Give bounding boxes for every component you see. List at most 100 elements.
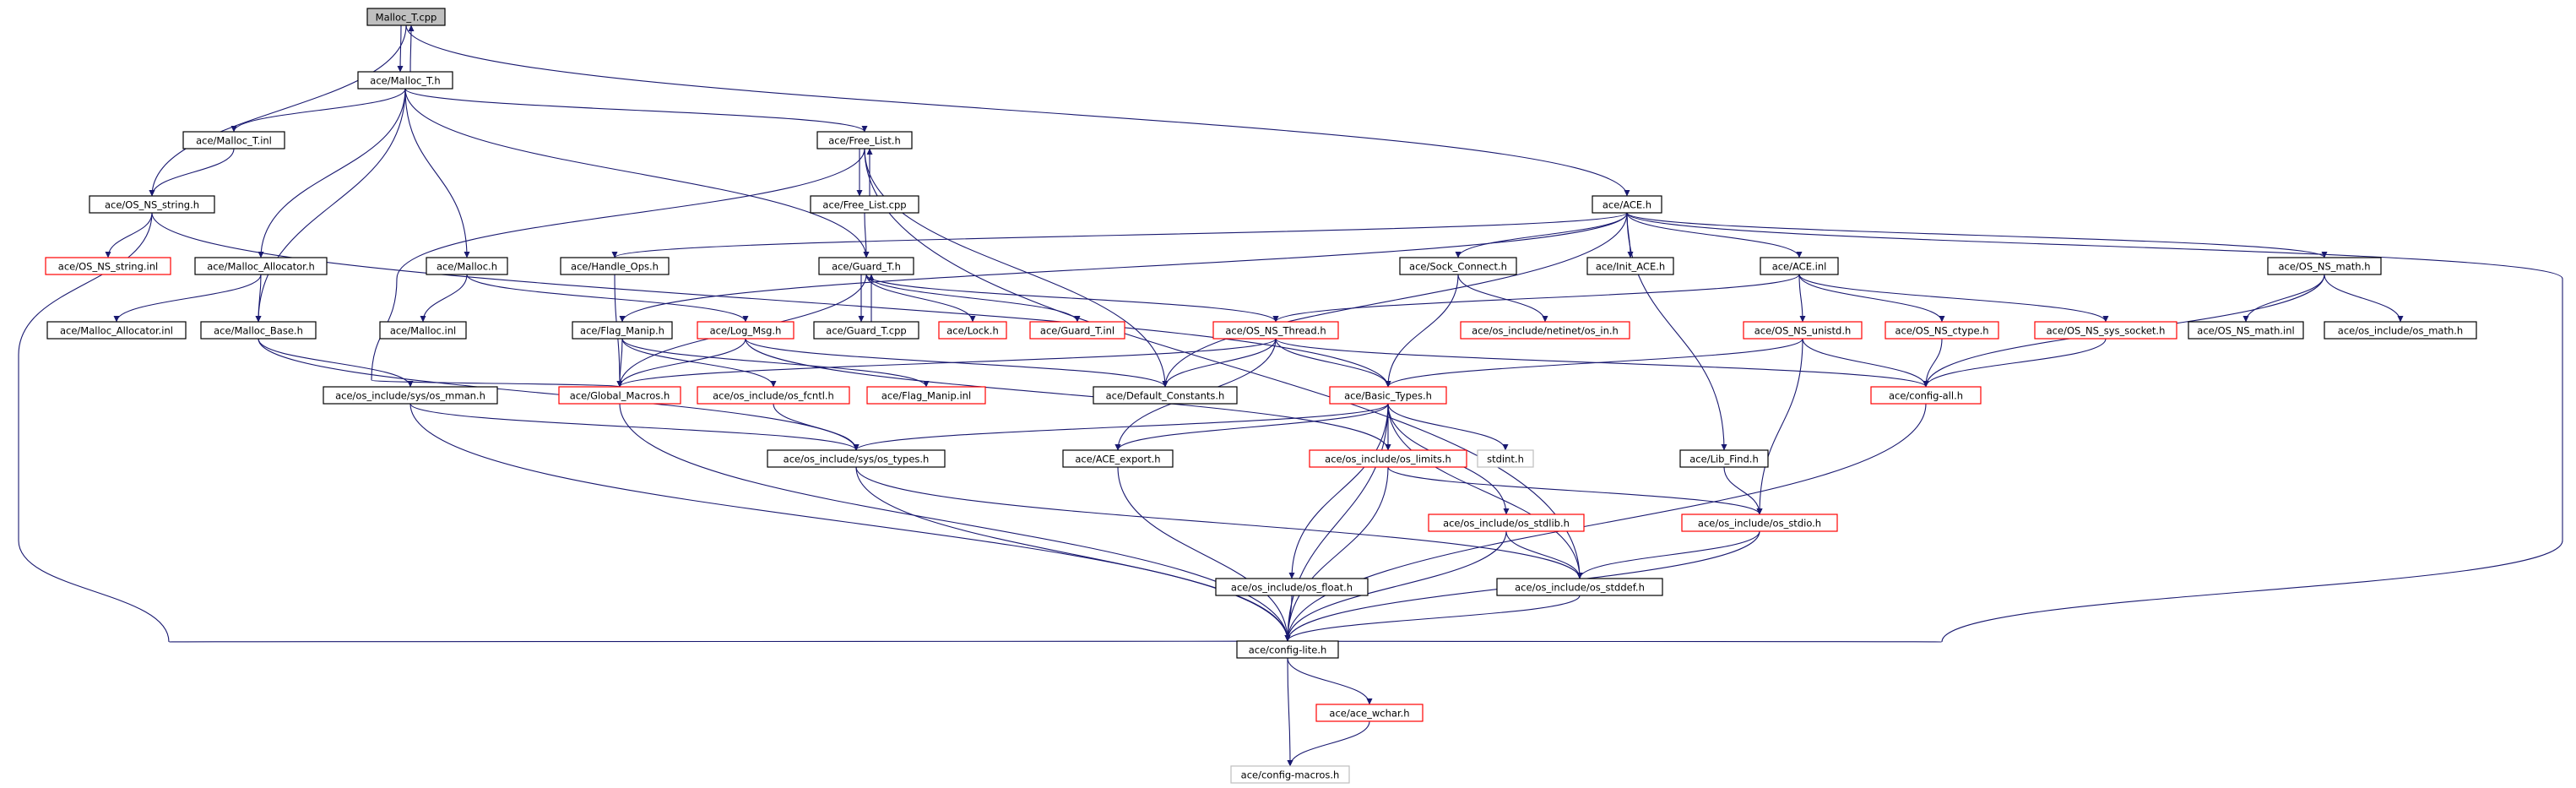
node-os-stdio-h[interactable]: ace/os_include/os_stdio.h bbox=[1681, 514, 1838, 532]
node-label: ace/config-lite.h bbox=[1249, 644, 1327, 656]
node-label: ace/OS_NS_sys_socket.h bbox=[2047, 325, 2166, 337]
node-label: ace/Default_Constants.h bbox=[1106, 390, 1225, 402]
node-guard-t-inl[interactable]: ace/Guard_T.inl bbox=[1029, 321, 1125, 340]
edge-os-ns-string-h-to-config-lite-h bbox=[18, 212, 1288, 646]
node-label: ace/Malloc.h bbox=[437, 261, 497, 273]
node-box bbox=[1215, 578, 1369, 596]
edge-log-msg-h-to-global-macros-h bbox=[616, 338, 746, 388]
node-stdint-h[interactable]: stdint.h bbox=[1477, 449, 1534, 468]
node-label: ace/OS_NS_math.inl bbox=[2197, 325, 2294, 337]
node-ace-inl[interactable]: ace/ACE.inl bbox=[1760, 257, 1839, 275]
node-os-float-h[interactable]: ace/os_include/os_float.h bbox=[1215, 578, 1369, 596]
edge-os-ns-string-h-to-basic-types-h bbox=[151, 212, 1391, 388]
node-label: ace/Basic_Types.h bbox=[1344, 390, 1432, 402]
edge-ace-inl-to-os-ns-ctype-h bbox=[1798, 274, 1945, 323]
node-free-list-cpp[interactable]: ace/Free_List.cpp bbox=[810, 195, 919, 214]
node-guard-t-cpp[interactable]: ace/Guard_T.cpp bbox=[813, 321, 919, 340]
edge-malloc-t-inl-to-os-ns-string-h bbox=[149, 148, 235, 197]
node-box bbox=[200, 321, 317, 340]
node-malloc-allocator-inl[interactable]: ace/Malloc_Allocator.inl bbox=[46, 321, 187, 340]
edge-os-limits-h-to-config-lite-h bbox=[1284, 466, 1389, 642]
node-malloc-t-inl[interactable]: ace/Malloc_T.inl bbox=[182, 131, 285, 149]
node-os-ns-math-h[interactable]: ace/OS_NS_math.h bbox=[2267, 257, 2382, 275]
node-box bbox=[1592, 195, 1662, 214]
node-os-stdlib-h[interactable]: ace/os_include/os_stdlib.h bbox=[1428, 514, 1585, 532]
node-label: ace/os_include/os_limits.h bbox=[1325, 454, 1451, 465]
node-label: ace/os_include/netinet/os_in.h bbox=[1472, 325, 1619, 337]
edge-os-ns-math-h-to-os-ns-math-inl bbox=[2242, 274, 2325, 323]
node-malloc-t-h[interactable]: ace/Malloc_T.h bbox=[357, 71, 453, 90]
edge-malloc-t-h-to-malloc-base-h bbox=[255, 88, 406, 323]
edge-free-list-h-to-global-macros-h bbox=[371, 148, 865, 388]
node-label: ace/Init_ACE.h bbox=[1596, 261, 1665, 273]
node-lock-h[interactable]: ace/Lock.h bbox=[938, 321, 1007, 340]
node-box bbox=[1399, 257, 1517, 275]
node-box bbox=[89, 195, 215, 214]
node-box bbox=[1212, 321, 1339, 340]
node-box bbox=[1496, 578, 1663, 596]
edge-os-types-h-to-config-lite-h bbox=[855, 466, 1291, 642]
node-os-mman-h[interactable]: ace/os_include/sys/os_mman.h bbox=[323, 386, 498, 405]
node-label: ace/Malloc_Allocator.h bbox=[207, 261, 315, 273]
node-box bbox=[2188, 321, 2304, 340]
node-os-ns-string-h[interactable]: ace/OS_NS_string.h bbox=[89, 195, 215, 214]
node-os-limits-h[interactable]: ace/os_include/os_limits.h bbox=[1309, 449, 1467, 468]
node-ace-export-h[interactable]: ace/ACE_export.h bbox=[1062, 449, 1174, 468]
node-box bbox=[697, 321, 794, 340]
node-malloc-base-h[interactable]: ace/Malloc_Base.h bbox=[200, 321, 317, 340]
node-init-ace-h[interactable]: ace/Init_ACE.h bbox=[1586, 257, 1674, 275]
edge-malloc-t-cpp-to-ace-h bbox=[405, 24, 1630, 197]
node-config-macros-h[interactable]: ace/config-macros.h bbox=[1230, 765, 1350, 784]
node-box bbox=[1460, 321, 1630, 340]
node-netinet-in-h[interactable]: ace/os_include/netinet/os_in.h bbox=[1460, 321, 1630, 340]
edge-os-ns-math-h-to-os-math-h bbox=[2324, 274, 2404, 323]
edge-os-stdlib-h-to-config-lite-h bbox=[1284, 530, 1507, 642]
node-malloc-inl[interactable]: ace/Malloc.inl bbox=[379, 321, 467, 340]
node-malloc-h[interactable]: ace/Malloc.h bbox=[426, 257, 508, 275]
node-box bbox=[2324, 321, 2477, 340]
node-box bbox=[46, 321, 187, 340]
node-config-lite-h[interactable]: ace/config-lite.h bbox=[1236, 640, 1339, 659]
node-log-msg-h[interactable]: ace/Log_Msg.h bbox=[697, 321, 794, 340]
node-basic-types-h[interactable]: ace/Basic_Types.h bbox=[1329, 386, 1447, 405]
node-ace-h[interactable]: ace/ACE.h bbox=[1592, 195, 1662, 214]
edge-malloc-t-h-to-free-list-h bbox=[404, 88, 868, 133]
node-os-ns-unistd-h[interactable]: ace/OS_NS_unistd.h bbox=[1743, 321, 1863, 340]
node-os-fcntl-h[interactable]: ace/os_include/os_fcntl.h bbox=[697, 386, 850, 405]
node-os-ns-math-inl[interactable]: ace/OS_NS_math.inl bbox=[2188, 321, 2304, 340]
node-global-macros-h[interactable]: ace/Global_Macros.h bbox=[558, 386, 681, 405]
node-config-all-h[interactable]: ace/config-all.h bbox=[1870, 386, 1982, 405]
node-box bbox=[182, 131, 285, 149]
node-guard-t-h[interactable]: ace/Guard_T.h bbox=[818, 257, 914, 275]
nodes: Malloc_T.cpp ace/Malloc_T.h ace/Malloc_T.i… bbox=[45, 8, 2477, 784]
edge-basic-types-h-to-os-float-h bbox=[1288, 403, 1389, 579]
edge-ace-h-to-os-ns-math-h bbox=[1626, 212, 2328, 258]
node-os-ns-sys-socket-h[interactable]: ace/OS_NS_sys_socket.h bbox=[2034, 321, 2177, 340]
node-lib-find-h[interactable]: ace/Lib_Find.h bbox=[1679, 449, 1769, 468]
edge-os-stddef-h-to-config-lite-h bbox=[1284, 595, 1581, 642]
node-box bbox=[1329, 386, 1447, 405]
edge-malloc-t-cpp-to-malloc-t-h bbox=[397, 24, 404, 73]
edge-basic-types-h-to-config-lite-h bbox=[1284, 403, 1389, 642]
node-free-list-h[interactable]: ace/Free_List.h bbox=[816, 131, 913, 149]
node-label: ace/config-all.h bbox=[1889, 390, 1963, 402]
edges bbox=[18, 24, 2563, 767]
node-flag-manip-inl[interactable]: ace/Flag_Manip.inl bbox=[866, 386, 986, 405]
node-os-ns-thread-h[interactable]: ace/OS_NS_Thread.h bbox=[1212, 321, 1339, 340]
node-os-ns-ctype-h[interactable]: ace/OS_NS_ctype.h bbox=[1885, 321, 1999, 340]
node-label: ace/Log_Msg.h bbox=[710, 325, 782, 337]
node-label: ace/ACE_export.h bbox=[1075, 454, 1160, 465]
node-os-math-h[interactable]: ace/os_include/os_math.h bbox=[2324, 321, 2477, 340]
node-flag-manip-h[interactable]: ace/Flag_Manip.h bbox=[572, 321, 673, 340]
node-malloc-allocator-h[interactable]: ace/Malloc_Allocator.h bbox=[194, 257, 328, 275]
node-ace-wchar-h[interactable]: ace/ace_wchar.h bbox=[1315, 704, 1424, 722]
node-os-types-h[interactable]: ace/os_include/sys/os_types.h bbox=[767, 449, 946, 468]
node-os-ns-string-inl[interactable]: ace/OS_NS_string.inl bbox=[45, 257, 171, 275]
node-sock-connect-h[interactable]: ace/Sock_Connect.h bbox=[1399, 257, 1517, 275]
node-default-constants-h[interactable]: ace/Default_Constants.h bbox=[1093, 386, 1238, 405]
node-malloc-t-cpp[interactable]: Malloc_T.cpp bbox=[366, 8, 446, 26]
node-os-stddef-h[interactable]: ace/os_include/os_stddef.h bbox=[1496, 578, 1663, 596]
node-label: ace/Lib_Find.h bbox=[1689, 454, 1758, 465]
node-handle-ops-h[interactable]: ace/Handle_Ops.h bbox=[560, 257, 670, 275]
edge-os-stdlib-h-to-os-stddef-h bbox=[1505, 530, 1583, 579]
